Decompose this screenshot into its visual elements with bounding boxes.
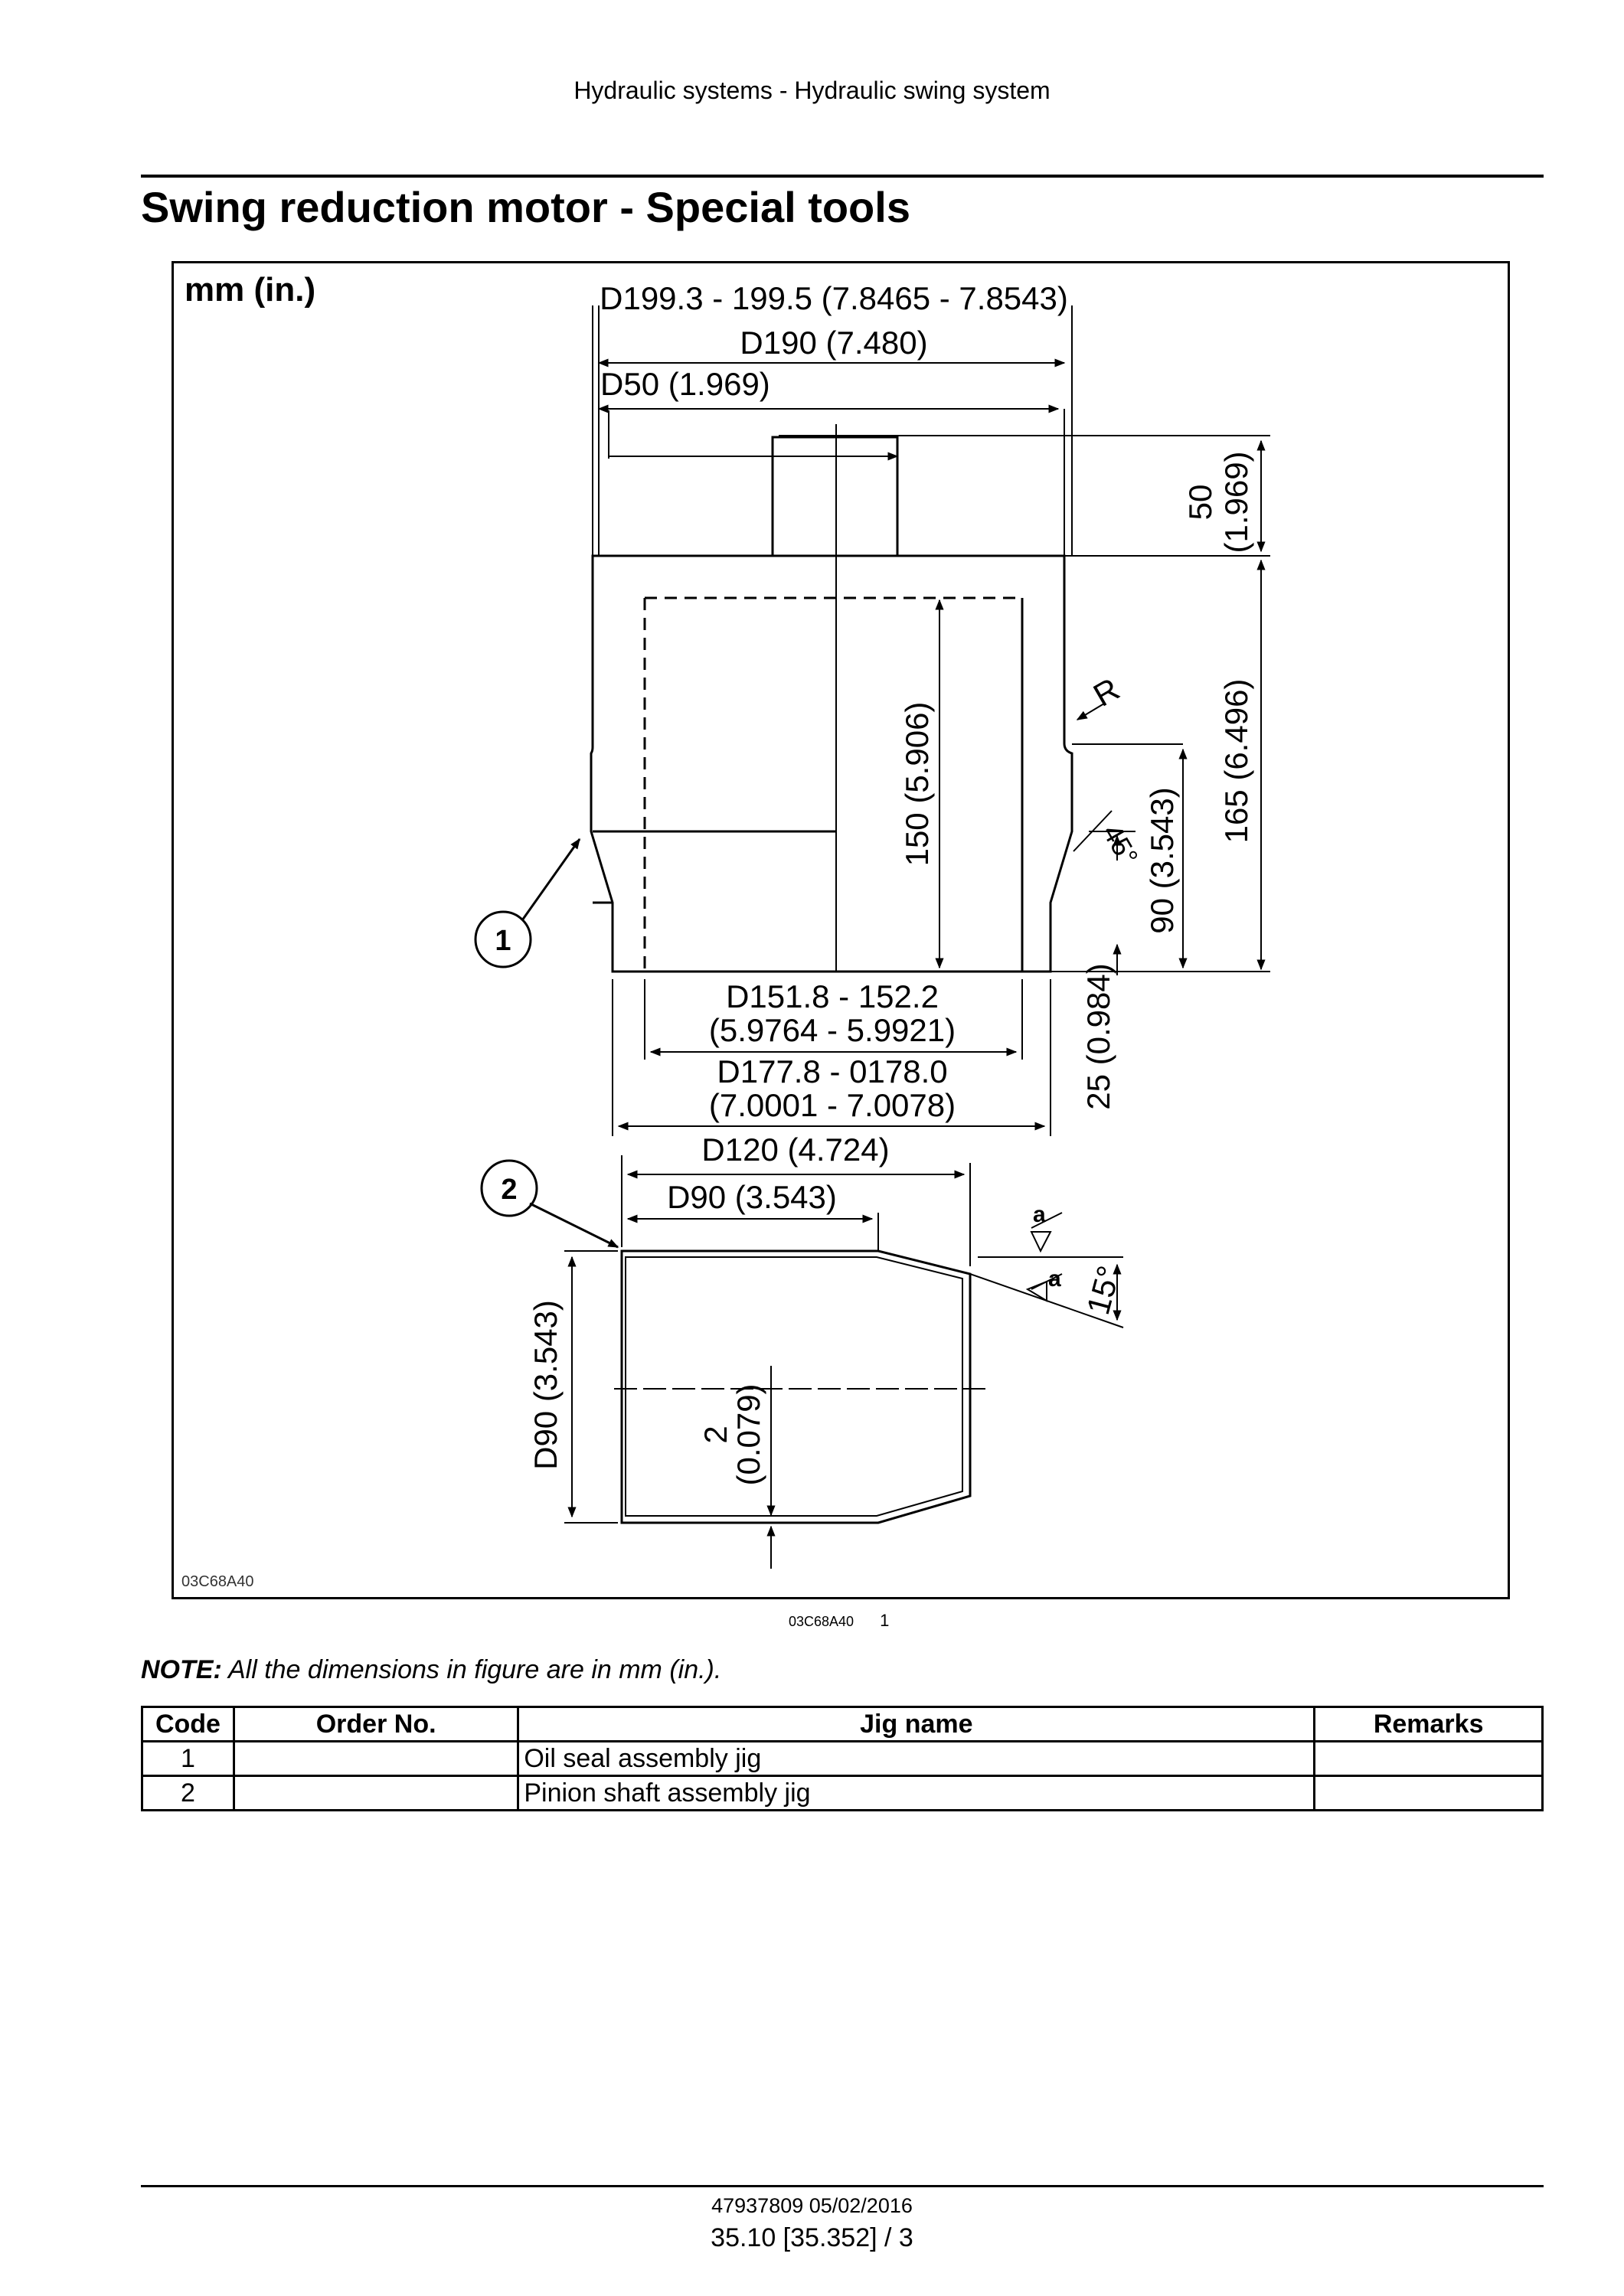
cell-remarks	[1313, 1740, 1544, 1777]
dim-radius: R	[1087, 671, 1126, 714]
cell-order-no	[232, 1775, 520, 1811]
dim-h25: 25 (0.984)	[1080, 963, 1116, 1109]
figure-caption: 03C68A40 1	[789, 1611, 889, 1631]
dim-h2-mm: 2	[698, 1426, 734, 1443]
units-label: mm (in.)	[185, 271, 316, 309]
dim-d199: D199.3 - 199.5 (7.8465 - 7.8543)	[600, 280, 1068, 316]
technical-drawing: 1 2 D199.3 - 199.5 (7.8465 - 7.8543) D19…	[172, 261, 1510, 1599]
col-code: Code	[141, 1706, 235, 1742]
running-header: Hydraulic systems - Hydraulic swing syst…	[573, 77, 1051, 104]
dim-h150: 150 (5.906)	[899, 702, 935, 867]
cell-code: 2	[141, 1775, 235, 1811]
figure-caption-code: 03C68A40	[789, 1614, 854, 1629]
jig1-outline	[590, 424, 1073, 973]
cell-jig-name: Oil seal assembly jig	[517, 1740, 1316, 1777]
page-title: Swing reduction motor - Special tools	[141, 183, 910, 231]
footer-rule	[141, 2185, 1544, 2187]
dim-d151-line1: D151.8 - 152.2	[726, 978, 939, 1014]
figure-caption-number: 1	[880, 1611, 890, 1630]
weld-symbol-1: a	[1033, 1202, 1046, 1227]
footer-document-id: 47937809 05/02/2016	[711, 2194, 913, 2217]
callout-1	[474, 910, 532, 968]
dim-angle45: 45°	[1096, 819, 1145, 871]
drawing-canvas: 1 2 D199.3 - 199.5 (7.8465 - 7.8543) D19…	[474, 280, 1270, 1569]
col-jig-name: Jig name	[517, 1706, 1316, 1742]
table-header-row: Code Order No. Jig name Remarks	[141, 1706, 1544, 1742]
weld-symbol-2: a	[1048, 1266, 1061, 1292]
cell-jig-name: Pinion shaft assembly jig	[517, 1775, 1316, 1811]
jig2-outline	[614, 1249, 985, 1524]
callout-2	[480, 1159, 538, 1217]
dim-h50-mm: 50	[1182, 485, 1218, 521]
dim-d151-line2: (5.9764 - 5.9921)	[709, 1012, 956, 1048]
dim-h165: 165 (6.496)	[1218, 679, 1254, 844]
cell-order-no	[232, 1740, 520, 1777]
footer-page-number: 35.10 [35.352] / 3	[711, 2223, 913, 2252]
callout-2-number: 2	[501, 1174, 517, 1206]
note-label: NOTE:	[141, 1655, 222, 1684]
col-remarks: Remarks	[1313, 1706, 1544, 1742]
special-tools-table: Code Order No. Jig name Remarks 1 Oil se…	[141, 1706, 1544, 1811]
dim-d190: D190 (7.480)	[740, 325, 927, 361]
dim-h2-in: (0.079)	[730, 1383, 766, 1485]
note: NOTE: All the dimensions in figure are i…	[141, 1655, 721, 1685]
dim-d120: D120 (4.724)	[701, 1132, 889, 1168]
header-rule	[141, 175, 1544, 178]
dim-h90: 90 (3.543)	[1144, 787, 1180, 933]
dim-d50: D50 (1.969)	[600, 366, 770, 402]
dim-angle15: 15°	[1080, 1262, 1127, 1318]
dim-d177-line1: D177.8 - 0178.0	[717, 1053, 947, 1089]
table-row: 2 Pinion shaft assembly jig	[141, 1775, 1544, 1811]
note-text: All the dimensions in figure are in mm (…	[227, 1655, 722, 1684]
table-row: 1 Oil seal assembly jig	[141, 1740, 1544, 1777]
dim-d177-line2: (7.0001 - 7.0078)	[709, 1087, 956, 1123]
cell-remarks	[1313, 1775, 1544, 1811]
col-order-no: Order No.	[232, 1706, 520, 1742]
figure-code: 03C68A40	[181, 1573, 254, 1590]
cell-code: 1	[141, 1740, 235, 1777]
dim-d90-top: D90 (3.543)	[667, 1179, 837, 1215]
callout-1-number: 1	[495, 925, 511, 957]
dim-d90-side: D90 (3.543)	[528, 1300, 564, 1470]
dim-h50-in: (1.969)	[1218, 451, 1254, 553]
